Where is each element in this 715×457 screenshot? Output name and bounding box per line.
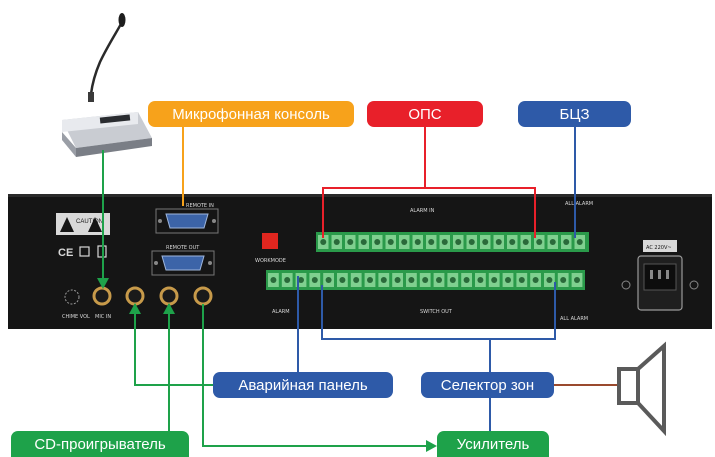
mic-arrow-head: [97, 278, 109, 289]
power-socket: [621, 240, 699, 311]
speaker-icon: [617, 341, 666, 437]
remote-in-label: REMOTE IN: [186, 203, 214, 209]
terminal-screw-head: [549, 239, 556, 245]
terminal-screw-head: [408, 277, 415, 283]
emergency-green-arrow-head: [129, 303, 141, 314]
device-rear-panel: [8, 194, 712, 329]
remote-out-label: REMOTE OUT: [166, 245, 200, 251]
all-alarm-label: ALL ALARM: [565, 201, 593, 207]
terminal-screw-head: [347, 239, 354, 245]
caution-label: CAUTION: [56, 213, 110, 235]
terminal-screw-head: [298, 277, 304, 283]
microphone-console-icon: [62, 13, 152, 157]
terminal-screw-head: [576, 239, 583, 245]
terminal-screw-head: [422, 277, 429, 283]
power-rating-label: AC 220V~: [646, 245, 672, 251]
chime-vol-label: CHIME VOL: [62, 314, 90, 320]
bcz-label: БЦЗ: [518, 101, 631, 127]
terminal-screw-head: [325, 277, 332, 283]
amplifier-label: Усилитель: [437, 431, 549, 457]
terminal-screw-head: [394, 277, 401, 283]
emergency-green-wire: [134, 304, 213, 386]
terminal-screw-head: [509, 239, 516, 245]
cd-player-label: CD-проигрыватель: [11, 431, 189, 457]
workmode-dip-switch: [262, 233, 278, 249]
terminal-screw-head: [353, 277, 360, 283]
mic-in-jack: [92, 286, 112, 306]
ops-label: ОПС: [367, 101, 483, 127]
terminal-screw-head: [518, 277, 525, 283]
caution-text: CAUTION: [76, 219, 103, 225]
cert-mark-icon: [79, 246, 90, 257]
terminal-screw-head: [360, 239, 367, 245]
terminal-screw-head: [546, 277, 553, 283]
mic-console-label: Микрофонная консоль: [148, 101, 354, 127]
remote-in-connector: REMOTE IN: [155, 203, 219, 234]
terminal-screw-head: [436, 277, 442, 283]
amplifier-wire: [202, 304, 428, 447]
terminal-screw-head: [374, 239, 381, 245]
switch-out-terminals: [268, 273, 583, 287]
terminal-screw-head: [563, 239, 570, 245]
terminal-screw-head: [482, 239, 489, 245]
remote-out-connector: REMOTE OUT: [151, 245, 215, 276]
terminal-screw-head: [414, 239, 421, 245]
terminal-screw-head: [320, 239, 327, 245]
alarm-out-label: ALARM: [272, 309, 290, 315]
terminal-screw-head: [463, 277, 470, 283]
terminal-screw-head: [477, 277, 484, 283]
terminal-screw-head: [455, 239, 462, 245]
terminal-screw-head: [270, 277, 277, 283]
amplifier-arrow-head: [426, 440, 437, 452]
zone-selector-label: Селектор зон: [421, 372, 554, 398]
terminal-screw-head: [339, 277, 346, 283]
terminal-screw-head: [449, 277, 456, 283]
zone-selector-wire: [321, 282, 556, 340]
ops-wire: [322, 127, 426, 238]
terminal-screw-head: [505, 277, 511, 283]
terminal-screw-head: [380, 277, 387, 283]
terminal-screw-head: [522, 239, 529, 245]
terminal-screw-head: [441, 239, 448, 245]
chime-vol-knob: [64, 289, 80, 305]
all-alarm-out-label: ALL ALARM: [560, 316, 588, 322]
terminal-screw-head: [491, 277, 498, 283]
terminal-screw-head: [495, 239, 502, 245]
terminal-screw-head: [311, 277, 318, 283]
terminal-screw-head: [401, 239, 408, 245]
terminal-screw-head: [532, 277, 539, 283]
cd-player-arrow-head: [163, 303, 175, 314]
ce-mark: CE: [58, 247, 73, 259]
emergency-panel-label: Аварийная панель: [213, 372, 393, 398]
terminal-screw-head: [333, 239, 340, 245]
terminal-screw-head: [387, 239, 394, 245]
line-out-jack: [193, 286, 213, 306]
terminal-screw-head: [284, 277, 291, 283]
aux-in-jack-1: [125, 286, 145, 306]
alarm-in-terminals: [318, 235, 585, 249]
switch-out-label: SWITCH OUT: [420, 309, 453, 315]
mic-in-label: MIC IN: [95, 314, 111, 320]
terminal-screw-head: [536, 239, 543, 245]
terminal-screw-head: [574, 277, 580, 283]
terminal-screw-head: [468, 239, 475, 245]
terminal-screw-head: [560, 277, 567, 283]
ops-wire-right: [425, 187, 536, 238]
terminal-screw-head: [428, 239, 435, 245]
alarm-in-label: ALARM IN: [410, 208, 435, 214]
aux-in-jack-2: [159, 286, 179, 306]
terminal-screw-head: [367, 277, 373, 283]
workmode-label: WORKMODE: [255, 258, 286, 264]
